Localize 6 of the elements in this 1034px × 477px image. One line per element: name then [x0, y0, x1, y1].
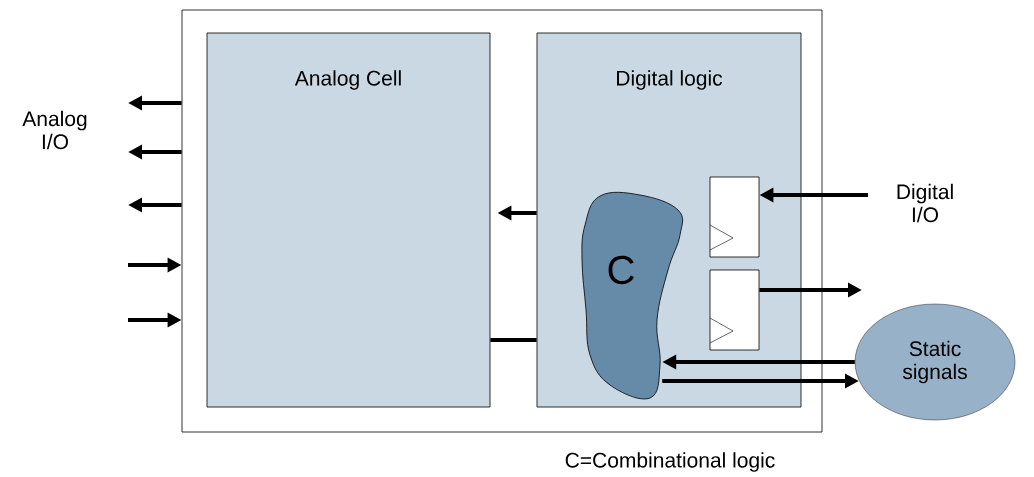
- caption: C=Combinational logic: [565, 452, 775, 472]
- io-label: Analog I/O: [22, 110, 87, 150]
- cell-box: Analog Cell: [206, 32, 491, 408]
- flip-flop-box: [709, 176, 760, 258]
- io-label: Digital I/O: [897, 183, 953, 223]
- flip-flop-box: [709, 269, 760, 351]
